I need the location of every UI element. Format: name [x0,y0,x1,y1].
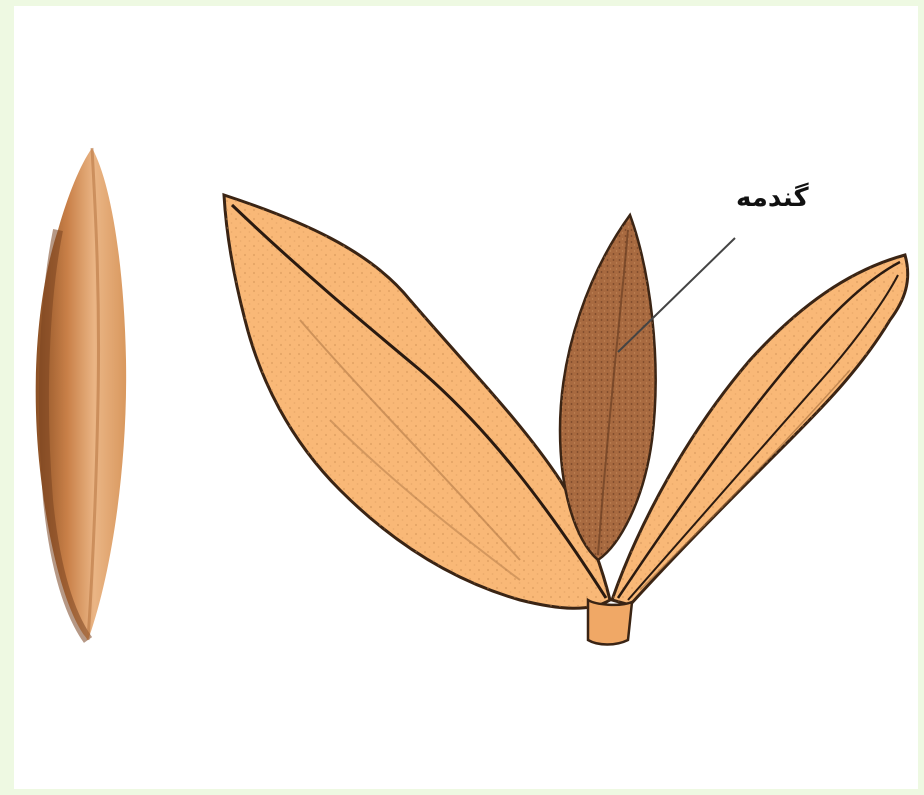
husk-right-palea [612,255,908,605]
grain-label: گندمه [736,183,809,213]
stem-base [588,600,632,645]
whole-seed [36,148,126,640]
grain-caryopsis [560,215,656,560]
husk-left-lemma [224,195,610,608]
